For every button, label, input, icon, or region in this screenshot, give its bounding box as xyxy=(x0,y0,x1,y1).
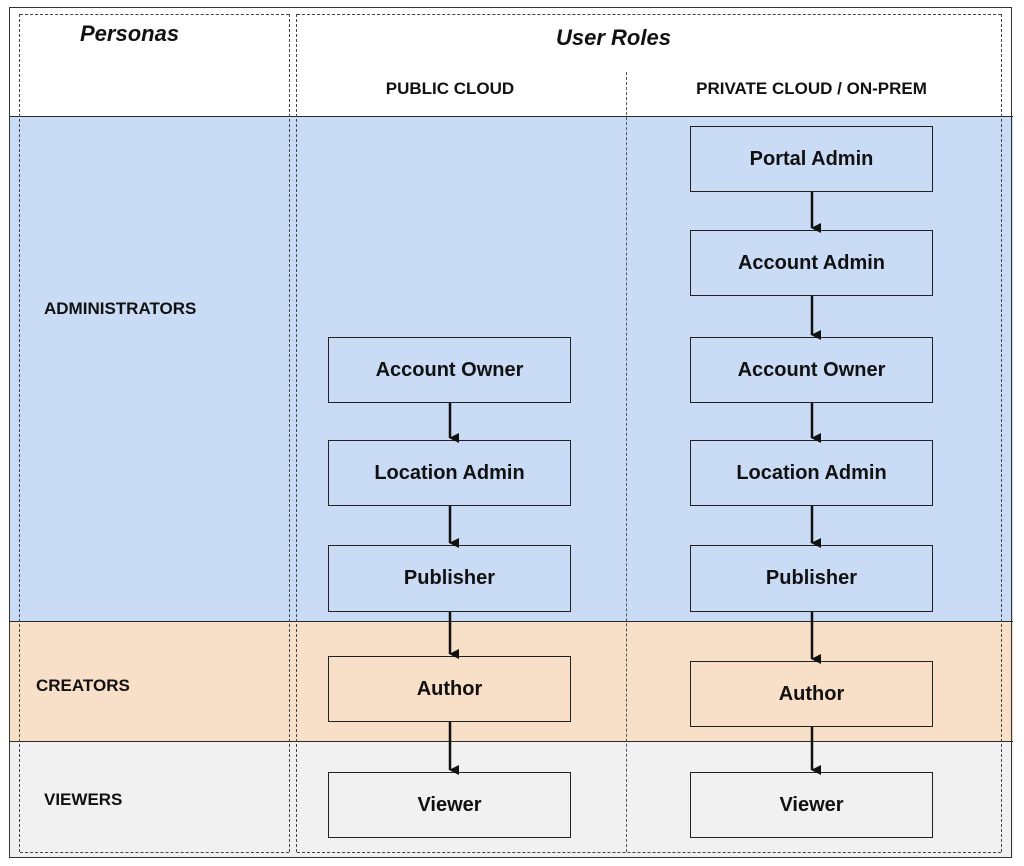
creators-viewers-divider xyxy=(10,741,1013,742)
private-location-admin-node: Location Admin xyxy=(690,440,933,506)
public-account-owner-node: Account Owner xyxy=(328,337,571,403)
public-publisher-node: Publisher xyxy=(328,545,571,612)
user-roles-title: User Roles xyxy=(556,25,671,50)
personas-left-dashed-line xyxy=(19,14,20,852)
roles-right-dashed-line xyxy=(1001,14,1002,852)
private-cloud-header: PRIVATE CLOUD / ON-PREM xyxy=(696,79,927,98)
private-publisher-node: Publisher xyxy=(690,545,933,612)
persona-creators: CREATORS xyxy=(36,676,130,695)
private-account-owner-node: Account Owner xyxy=(690,337,933,403)
diagram-border xyxy=(9,7,1012,858)
personas-bottom-dashed-line xyxy=(20,852,289,853)
persona-administrators: ADMINISTRATORS xyxy=(44,299,197,318)
personas-top-dashed-line xyxy=(20,14,289,15)
roles-bottom-dashed-line xyxy=(297,852,1001,853)
header-divider xyxy=(10,116,1013,117)
public-viewer-node: Viewer xyxy=(328,772,571,838)
roles-left-dashed-line xyxy=(296,14,297,852)
personas-right-dashed-line xyxy=(289,14,290,852)
public-author-node: Author xyxy=(328,656,571,722)
private-account-admin-node: Account Admin xyxy=(690,230,933,296)
persona-viewers: VIEWERS xyxy=(44,790,123,809)
admin-creators-divider xyxy=(10,621,1013,622)
public-cloud-header: PUBLIC CLOUD xyxy=(385,79,515,98)
personas-title: Personas xyxy=(80,21,180,46)
private-viewer-node: Viewer xyxy=(690,772,933,838)
cloud-column-divider xyxy=(626,72,627,852)
private-portal-admin-node: Portal Admin xyxy=(690,126,933,192)
roles-top-dashed-line xyxy=(297,14,1001,15)
